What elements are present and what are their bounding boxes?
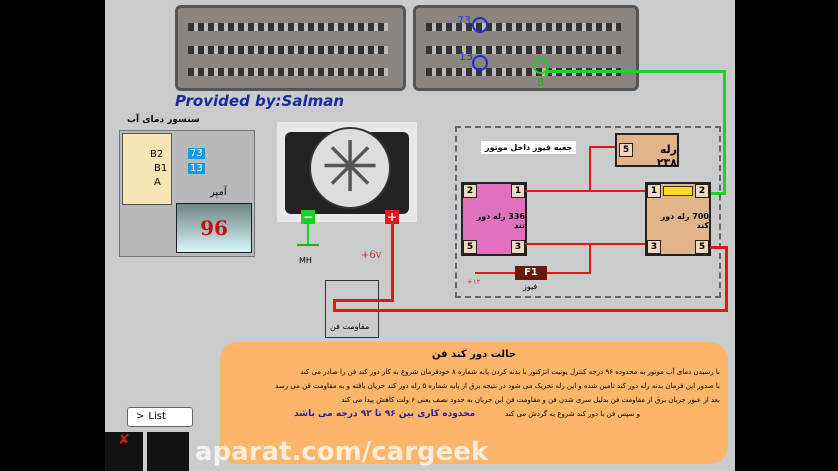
watermark: aparat.com/cargeek xyxy=(195,437,489,467)
info-line: بعد از عبور جریان برق از مقاومت فن بدلیل… xyxy=(341,396,720,404)
diagram-stage: 73 13 8 Provided by:Salman سنسور دمای آب… xyxy=(105,0,735,471)
close-thumbnail[interactable]: ✘ xyxy=(105,432,143,471)
supply-label: +۱۲ xyxy=(467,278,481,286)
green-wire xyxy=(545,70,725,73)
relay-700: 1 2 3 5 700 رله دور کند xyxy=(645,182,711,256)
fusebox-title: جعبه فیوز داخل موتور xyxy=(481,141,577,154)
fan-positive-terminal: + xyxy=(385,210,399,224)
ecu-pin-label: 8 xyxy=(537,76,544,89)
fusebox-frame xyxy=(455,126,721,298)
pin-marker-13 xyxy=(472,55,488,71)
pin-tag: 73 xyxy=(188,148,205,159)
pin-marker-8 xyxy=(533,58,549,74)
ecu-pin-label: 13 xyxy=(459,50,473,63)
thumbnail[interactable] xyxy=(147,432,189,471)
terminal: 2 xyxy=(695,184,709,198)
chevron-right-icon: > xyxy=(136,411,145,422)
ground-label: MH xyxy=(299,256,312,265)
relay-336: 2 1 5 3 336 رله دور تند xyxy=(461,182,527,256)
terminal: 3 xyxy=(511,240,525,254)
voltage-label: +6v xyxy=(361,250,382,261)
info-line: با صدور این فرمان بدنه رله دور کند تامین… xyxy=(275,382,720,390)
close-icon: ✘ xyxy=(118,432,130,448)
fuse-f1: F1 xyxy=(515,266,547,280)
sensor-title: سنسور دمای آب xyxy=(127,115,200,125)
ground-icon xyxy=(297,244,319,250)
list-button[interactable]: >List xyxy=(127,407,193,427)
credit-text: Provided by:Salman xyxy=(175,92,345,110)
pin-tag: 13 xyxy=(188,163,205,174)
sensor-pin: B2 xyxy=(150,149,164,160)
info-highlight: محدوده کاری بین ۹۶ تا ۹۲ درجه می باشد xyxy=(294,409,476,419)
terminal: 5 xyxy=(695,240,709,254)
terminal: 1 xyxy=(511,184,525,198)
gauge-label: آمپر xyxy=(210,187,227,198)
sensor-panel: B2 B1 A 73 13 آمپر 96 xyxy=(119,130,255,257)
ecu-pin-label: 73 xyxy=(457,14,471,27)
info-title: حالت دور کند فن xyxy=(431,349,517,360)
relay-336-label: 336 رله دور تند xyxy=(476,212,525,230)
relay-238-label: رله ۲۳۸ xyxy=(656,143,677,169)
fan-negative-terminal: − xyxy=(301,210,315,224)
fan-photo: ✳ xyxy=(277,122,417,222)
temperature-gauge: 96 xyxy=(176,203,252,253)
ecu-connector-left xyxy=(175,5,406,91)
pin-marker-73 xyxy=(472,17,488,33)
sensor-pin: A xyxy=(154,177,161,188)
fuse-label: فیوز xyxy=(523,282,538,291)
relay-238: 5 رله ۲۳۸ xyxy=(615,133,679,169)
sensor-pin: B1 xyxy=(154,163,168,174)
resistor-label: مقاومت فن xyxy=(330,322,370,331)
info-line: با رسیدن دمای آب موتور به محدوده ۹۶ درجه… xyxy=(300,368,720,376)
terminal: 5 xyxy=(463,240,477,254)
terminal: 2 xyxy=(463,184,477,198)
list-label: List xyxy=(148,411,166,422)
terminal: 5 xyxy=(619,143,633,157)
ecu-connector-right xyxy=(413,5,639,91)
terminal: 1 xyxy=(647,184,661,198)
info-panel: حالت دور کند فن با رسیدن دمای آب موتور ب… xyxy=(220,342,728,464)
info-line: و سپس فن با دور کند شروع به گردش می کند xyxy=(505,410,640,418)
relay-700-label: 700 رله دور کند xyxy=(660,212,709,230)
fan-icon: ✳ xyxy=(309,127,391,209)
terminal: 3 xyxy=(647,240,661,254)
